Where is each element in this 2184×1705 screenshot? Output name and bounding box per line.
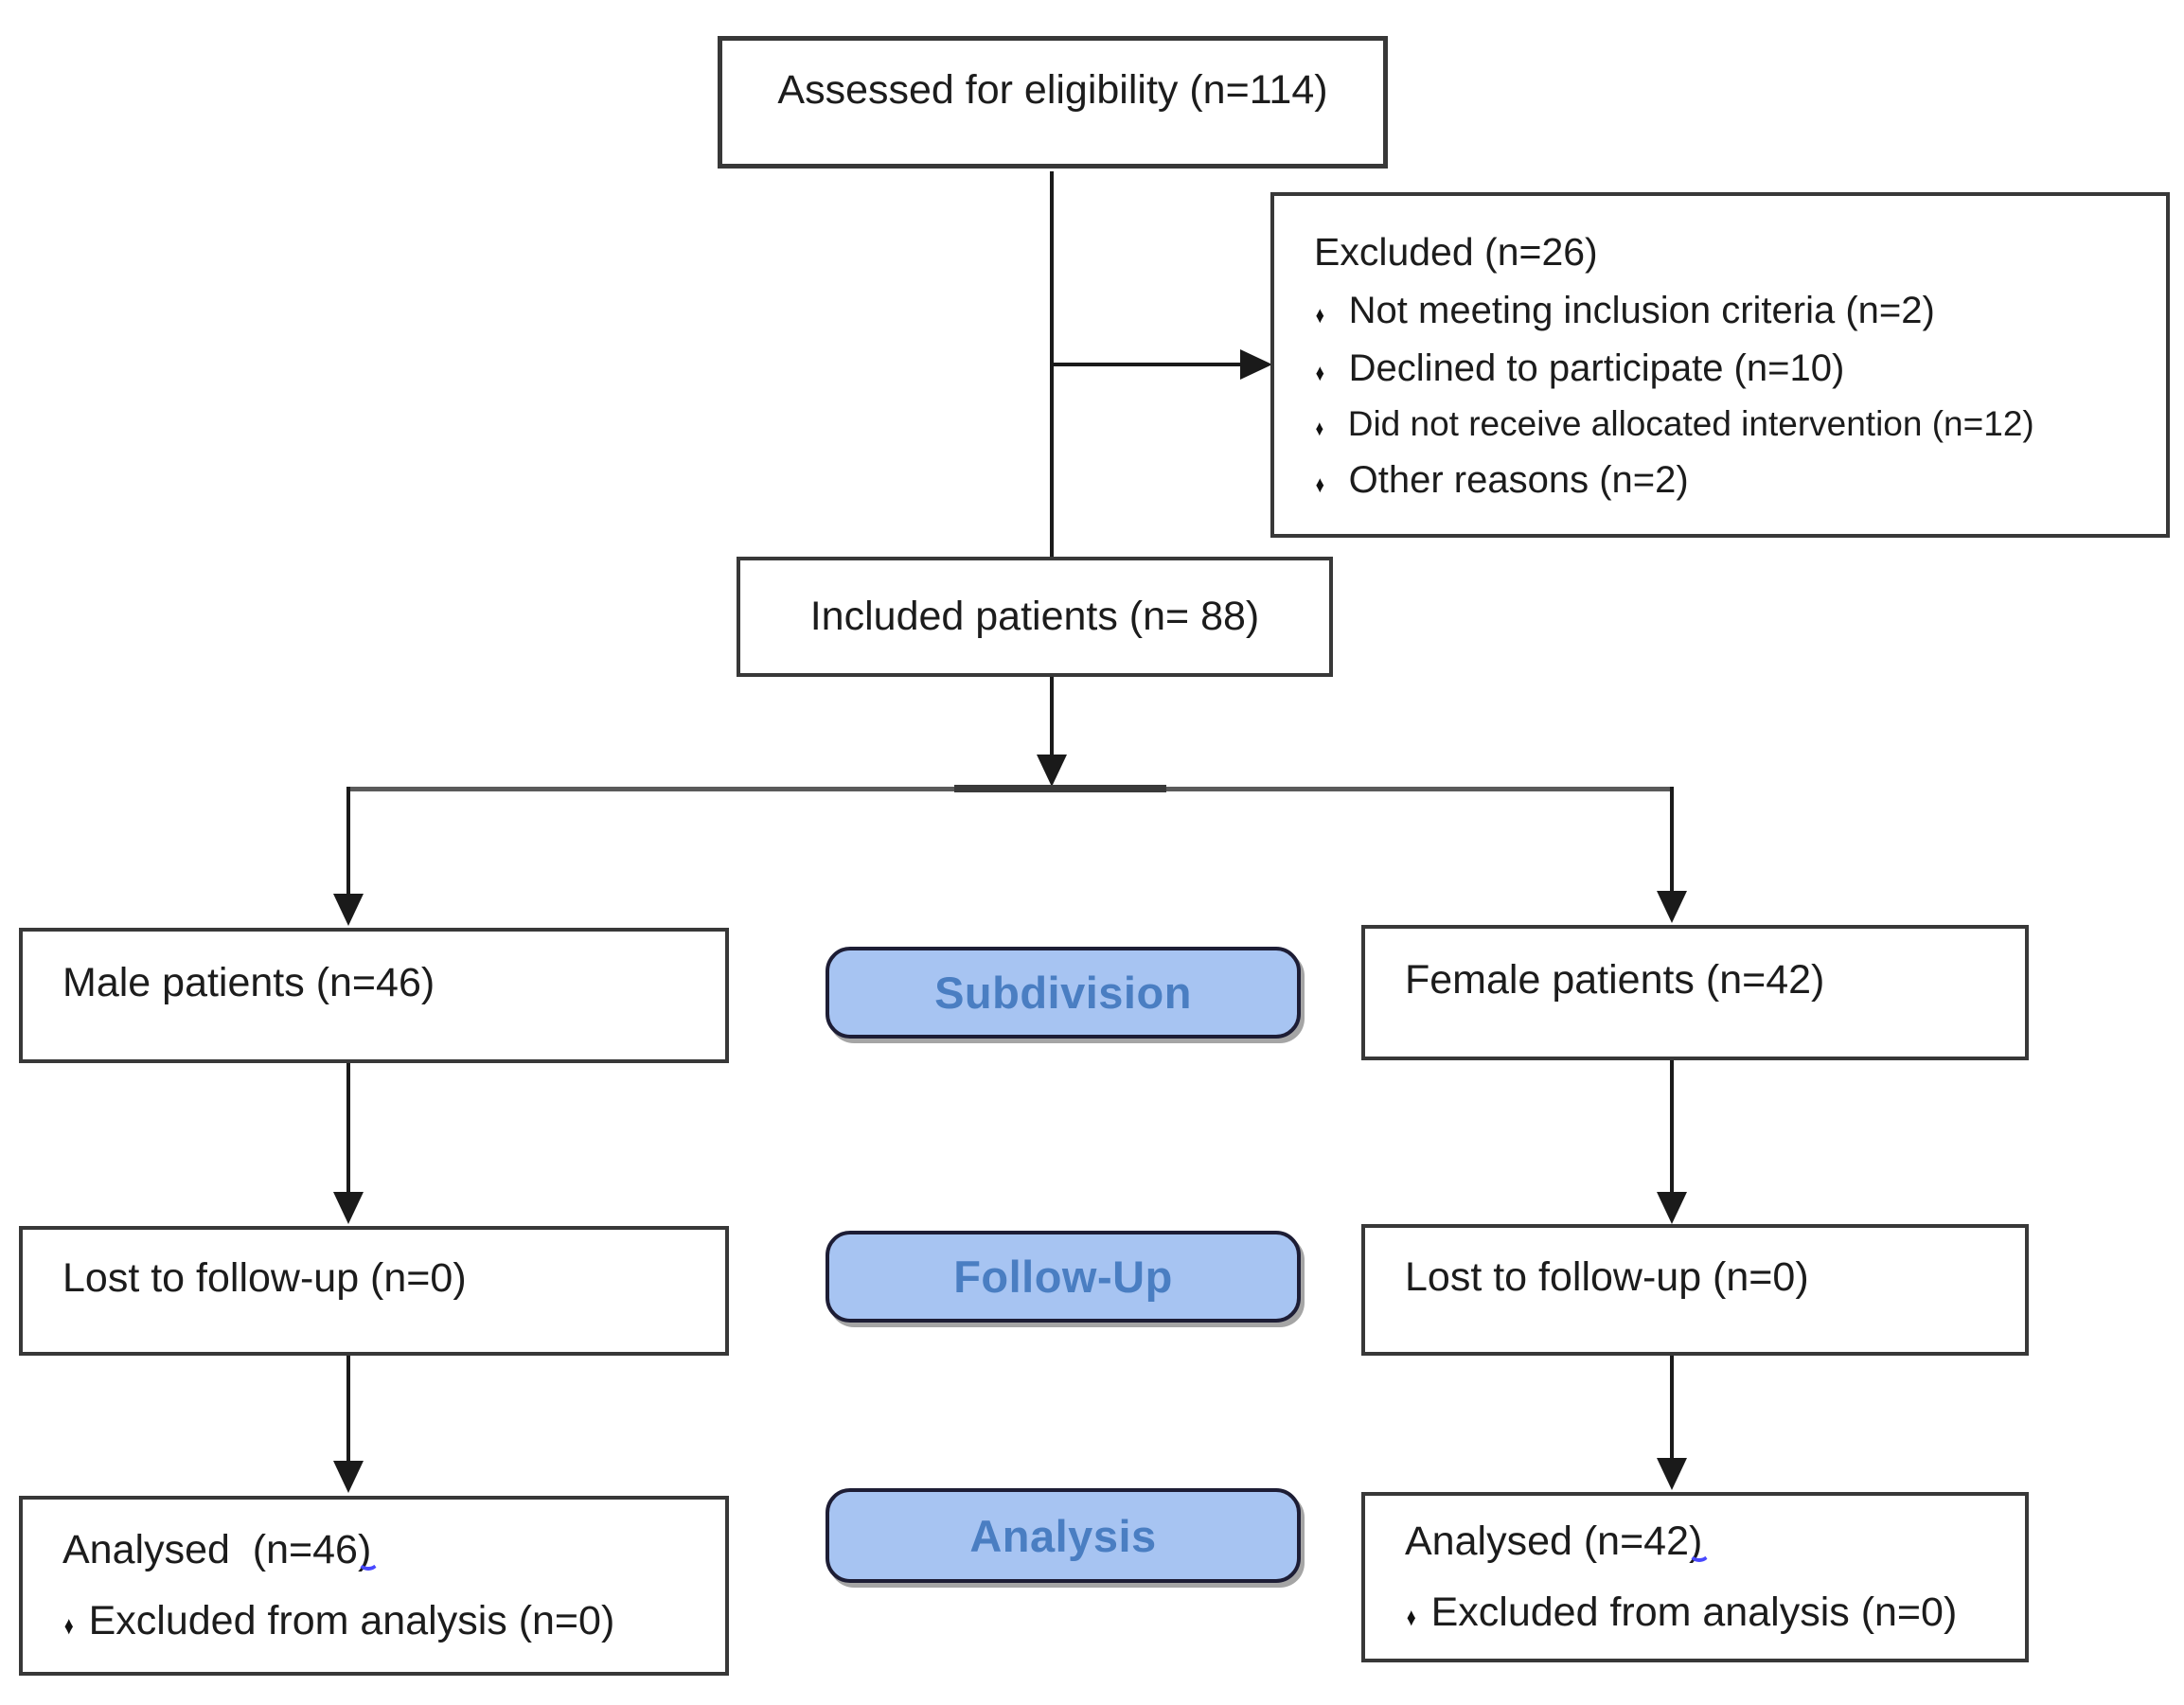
included-label: Included patients (n= 88) xyxy=(809,594,1260,639)
diamond-bullet-icon: ♦ xyxy=(1315,302,1324,329)
connector-male-followup xyxy=(346,1063,350,1198)
male-lost-followup-box: Lost to follow-up (n=0) xyxy=(19,1226,729,1356)
stage-pill-analysis: Analysis xyxy=(826,1488,1301,1583)
excluded-reason: ♦ Declined to participate (n=10) xyxy=(1314,347,2143,390)
diamond-bullet-icon: ♦ xyxy=(1315,472,1324,498)
diamond-bullet-icon: ♦ xyxy=(1315,360,1324,386)
female-analysed-title: Analysed (n=42) xyxy=(1405,1519,1703,1564)
male-patients-label: Male patients (n=46) xyxy=(62,960,435,1005)
female-analysis-exclusion-text: Excluded from analysis (n=0) xyxy=(1430,1590,1958,1635)
stage-label: Analysis xyxy=(969,1510,1157,1561)
excluded-reason-text: Not meeting inclusion criteria (n=2) xyxy=(1348,289,1935,331)
male-analysed-box: Analysed (n=46) ♦ Excluded from analysis… xyxy=(19,1496,729,1676)
male-lost-followup-label: Lost to follow-up (n=0) xyxy=(62,1255,467,1301)
arrowhead-down-icon xyxy=(1657,1192,1687,1224)
arrowhead-down-icon xyxy=(1657,891,1687,923)
stage-label: Follow-Up xyxy=(953,1252,1173,1302)
excluded-title: Excluded (n=26) xyxy=(1314,230,1598,274)
arrowhead-down-icon xyxy=(333,1192,364,1224)
excluded-reason-text: Declined to participate (n=10) xyxy=(1348,346,1845,389)
connector-to-excluded xyxy=(1052,363,1241,366)
connector-split-male xyxy=(346,787,350,898)
female-lost-followup-label: Lost to follow-up (n=0) xyxy=(1405,1254,1809,1300)
spellcheck-squiggle-icon xyxy=(1689,1544,1711,1562)
connector-female-analysis xyxy=(1670,1356,1674,1462)
arrowhead-down-icon xyxy=(333,1461,364,1493)
stage-pill-subdivision: Subdivision xyxy=(826,947,1301,1039)
assessed-label: Assessed for eligibility (n=114) xyxy=(777,66,1328,113)
female-patients-box: Female patients (n=42) xyxy=(1361,925,2029,1060)
spellcheck-squiggle-icon xyxy=(358,1553,380,1571)
excluded-reason: ♦ Not meeting inclusion criteria (n=2) xyxy=(1314,290,2143,332)
connector-included-split xyxy=(1050,677,1054,758)
diamond-bullet-icon: ♦ xyxy=(1406,1603,1416,1631)
arrowhead-down-icon xyxy=(1657,1458,1687,1490)
diamond-bullet-icon: ♦ xyxy=(63,1611,74,1640)
connector-female-followup xyxy=(1670,1060,1674,1198)
arrowhead-right-icon xyxy=(1240,349,1272,380)
split-line-center xyxy=(954,785,1166,792)
included-box: Included patients (n= 88) xyxy=(737,557,1333,677)
stage-label: Subdivision xyxy=(934,968,1192,1018)
male-analysis-exclusion-text: Excluded from analysis (n=0) xyxy=(88,1598,615,1643)
stage-pill-followup: Follow-Up xyxy=(826,1231,1301,1323)
female-lost-followup-box: Lost to follow-up (n=0) xyxy=(1361,1224,2029,1356)
connector-male-analysis xyxy=(346,1356,350,1465)
excluded-box: Excluded (n=26) ♦ Not meeting inclusion … xyxy=(1270,192,2170,538)
female-analysed-box: Analysed (n=42) ♦ Excluded from analysis… xyxy=(1361,1492,2029,1662)
female-patients-label: Female patients (n=42) xyxy=(1405,957,1825,1003)
diamond-bullet-icon: ♦ xyxy=(1315,416,1324,441)
connector-split-female xyxy=(1670,787,1674,896)
excluded-reason: ♦ Did not receive allocated intervention… xyxy=(1314,404,2143,444)
male-analysed-title: Analysed (n=46) xyxy=(62,1527,372,1572)
excluded-reason-text: Did not receive allocated intervention (… xyxy=(1347,404,2034,444)
excluded-reason-text: Other reasons (n=2) xyxy=(1348,459,1689,501)
excluded-reason: ♦ Other reasons (n=2) xyxy=(1314,459,2143,502)
arrowhead-down-icon xyxy=(1037,755,1067,787)
male-analysis-exclusion: ♦ Excluded from analysis (n=0) xyxy=(62,1598,614,1644)
arrowhead-down-icon xyxy=(333,894,364,926)
female-analysis-exclusion: ♦ Excluded from analysis (n=0) xyxy=(1405,1590,1957,1636)
assessed-box: Assessed for eligibility (n=114) xyxy=(718,36,1388,169)
male-patients-box: Male patients (n=46) xyxy=(19,928,729,1063)
